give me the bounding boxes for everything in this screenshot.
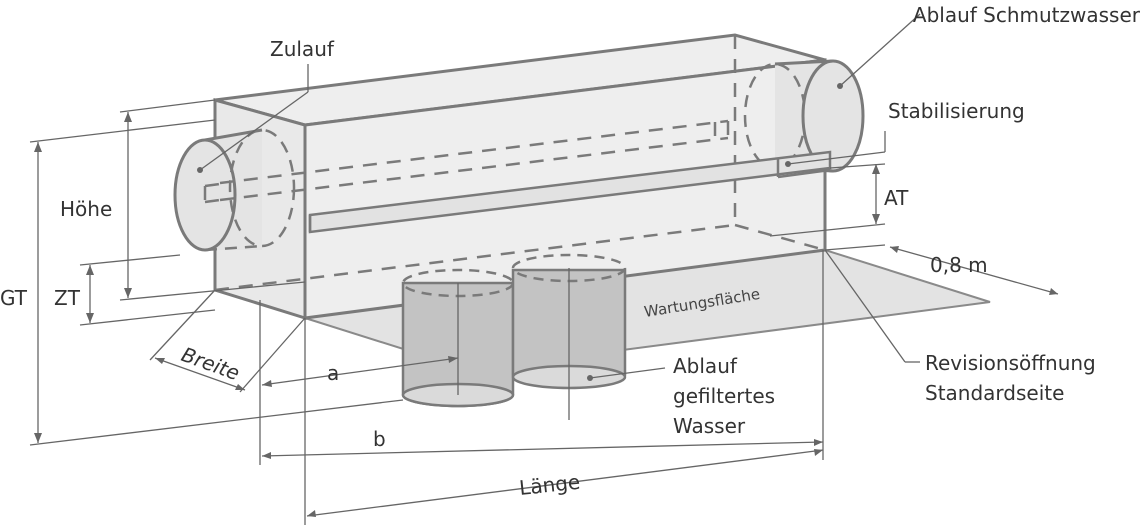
label-ablauf-gefiltert-line1: Ablauf xyxy=(673,354,738,378)
label-stabilisierung: Stabilisierung xyxy=(888,99,1025,123)
label-b: b xyxy=(373,427,386,451)
label-ablauf-gefiltert-line3: Wasser xyxy=(673,414,746,438)
label-breite: Breite xyxy=(178,342,243,385)
label-zt: ZT xyxy=(54,286,81,310)
label-revision-line1: Revisionsöffnung xyxy=(925,351,1096,375)
stabilization-rail-hidden xyxy=(203,119,730,204)
leader-lines xyxy=(29,13,1059,525)
label-laenge: Länge xyxy=(518,470,581,500)
box-hidden-edges xyxy=(214,35,826,292)
label-revision-line2: Standardseite xyxy=(925,381,1064,405)
label-zulauf: Zulauf xyxy=(270,37,335,61)
label-gt: GT xyxy=(0,286,28,310)
label-a: a xyxy=(327,361,339,385)
label-hoehe: Höhe xyxy=(60,197,112,221)
label-ablauf-schmutzwasser: Ablauf Schmutzwasser xyxy=(913,3,1140,27)
label-at: AT xyxy=(884,186,909,210)
arrowheads xyxy=(34,112,1058,517)
leader-dots xyxy=(197,83,843,381)
label-abstand: 0,8 m xyxy=(930,253,988,277)
label-ablauf-gefiltert-line2: gefiltertes xyxy=(673,384,775,408)
